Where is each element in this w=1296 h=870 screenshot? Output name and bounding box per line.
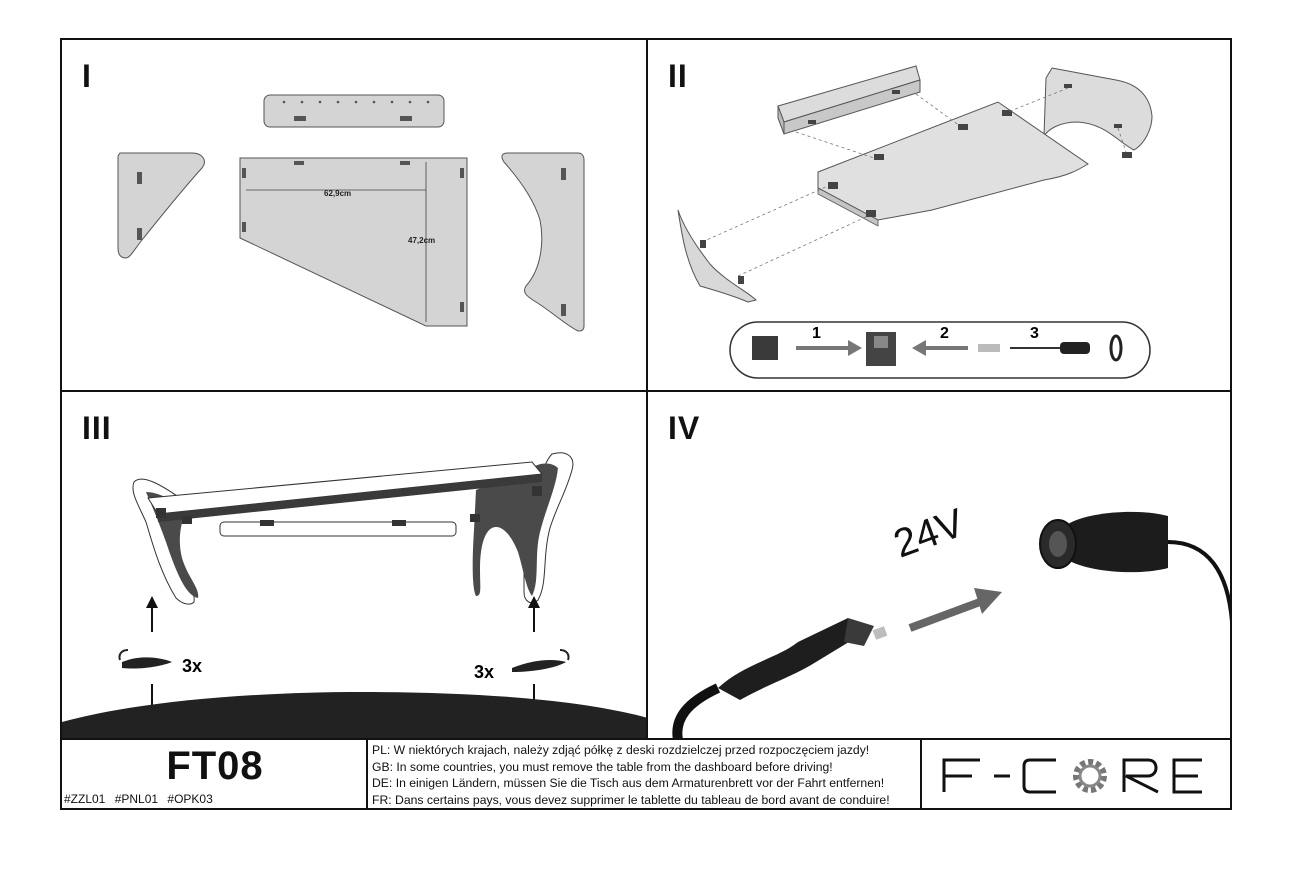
panel-mounting: III 3x xyxy=(62,392,648,740)
assembly-diagram: 1 2 3 xyxy=(677,65,1153,379)
step-3-label: 3 xyxy=(1030,325,1039,342)
rail-part xyxy=(263,94,445,128)
instruction-sheet: I 62,9cm 47 xyxy=(60,38,1232,810)
right-side-part xyxy=(501,152,585,332)
model-number: FT08 xyxy=(166,744,264,788)
left-side-part xyxy=(117,152,205,259)
parts-diagram: 62,9cm 47,2cm xyxy=(117,94,585,332)
warning-pl: PL: W niektórych krajach, należy zdjąć p… xyxy=(372,743,870,757)
brand-logo xyxy=(922,740,1230,810)
step-1-label: 1 xyxy=(812,325,821,342)
footer: FT08 #ZZL01 #PNL01 #OPK03 PL: W niektóry… xyxy=(62,740,1230,810)
panel-power: IV 24V xyxy=(648,392,1232,740)
mounting-diagram: 3x 3x xyxy=(62,452,646,738)
height-dimension: 47,2cm xyxy=(408,236,435,245)
voltage-label: 24V xyxy=(888,501,970,567)
dashboard-shape xyxy=(62,692,646,738)
f-core-logo xyxy=(942,758,1202,794)
warnings-box: PL: W niektórych krajach, należy zdjąć p… xyxy=(368,740,922,810)
panel-number: II xyxy=(668,58,688,94)
panel-assembly: II xyxy=(648,40,1232,392)
table-top-part xyxy=(239,157,468,327)
model-box: FT08 #ZZL01 #PNL01 #OPK03 xyxy=(62,740,368,810)
warning-gb: GB: In some countries, you must remove t… xyxy=(372,759,833,774)
turns-right-label: 3x xyxy=(474,662,494,682)
width-dimension: 62,9cm xyxy=(324,189,351,198)
warning-fr: FR: Dans certains pays, vous devez suppr… xyxy=(372,792,890,807)
product-codes: #ZZL01 #PNL01 #OPK03 xyxy=(64,792,213,806)
panel-number: I xyxy=(82,58,92,94)
panel-number: IV xyxy=(668,410,701,446)
panel-parts: I 62,9cm 47 xyxy=(62,40,648,392)
panel-number: III xyxy=(82,410,112,446)
warning-de: DE: In einigen Ländern, müssen Sie die T… xyxy=(372,776,885,790)
power-diagram: 24V xyxy=(672,501,1232,738)
step-2-label: 2 xyxy=(940,325,949,342)
turns-left-label: 3x xyxy=(182,656,202,676)
table-top-3d xyxy=(817,101,1089,221)
